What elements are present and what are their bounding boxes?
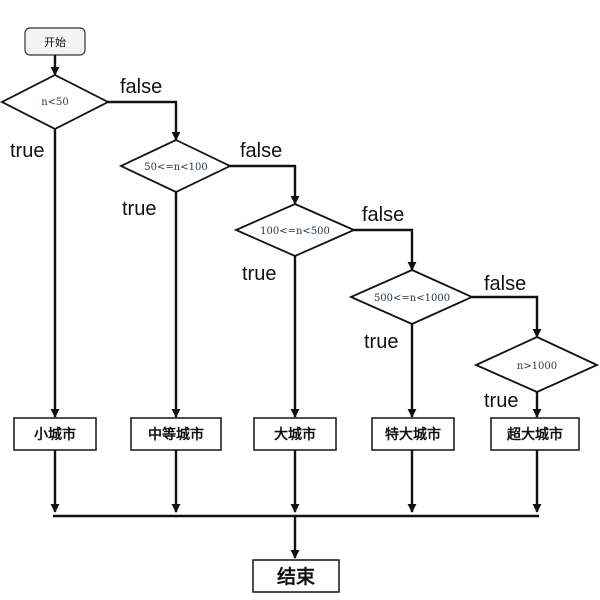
true-label-3: true	[242, 263, 276, 285]
result-node-4: 特大城市	[371, 417, 455, 451]
result-node-1: 小城市	[13, 417, 97, 451]
result-label-1: 小城市	[34, 426, 76, 443]
result-label-2: 中等城市	[148, 426, 204, 443]
result-node-5: 超大城市	[490, 417, 580, 451]
result-node-2: 中等城市	[130, 417, 222, 451]
decision-2-label: 50<=n<100	[144, 162, 207, 173]
edge-cond-4-false	[472, 295, 542, 338]
decision-1-label: n<50	[41, 97, 69, 108]
edge-cond-1-false	[108, 100, 181, 141]
edge-cond-2-false	[230, 164, 300, 205]
false-label-3: false	[362, 204, 404, 226]
result-node-3: 大城市	[253, 417, 337, 451]
decision-4: 500<=n<1000	[348, 269, 475, 325]
start-label: 开始	[44, 35, 66, 49]
false-label-1: false	[120, 76, 162, 98]
start-node: 开始	[24, 27, 86, 56]
true-label-4: true	[364, 331, 398, 353]
false-label-4: false	[484, 273, 526, 295]
decision-3: 100<=n<500	[233, 203, 357, 257]
end-node: 结束	[252, 559, 340, 593]
result-label-3: 大城市	[274, 426, 316, 443]
result-label-5: 超大城市	[506, 426, 563, 443]
decision-2: 50<=n<100	[118, 139, 233, 193]
edge-cond-3-false	[354, 228, 417, 271]
decision-3-label: 100<=n<500	[260, 226, 330, 237]
true-label-2: true	[122, 198, 156, 220]
result-label-4: 特大城市	[385, 426, 441, 443]
decision-1: n<50	[0, 73, 110, 131]
true-label-5: true	[484, 390, 518, 412]
decision-5: n>1000	[473, 336, 600, 393]
false-label-2: false	[240, 140, 282, 162]
end-label: 结束	[277, 565, 316, 588]
true-label-1: true	[10, 140, 44, 162]
decision-4-label: 500<=n<1000	[374, 293, 450, 304]
decision-5-label: n>1000	[517, 361, 557, 372]
